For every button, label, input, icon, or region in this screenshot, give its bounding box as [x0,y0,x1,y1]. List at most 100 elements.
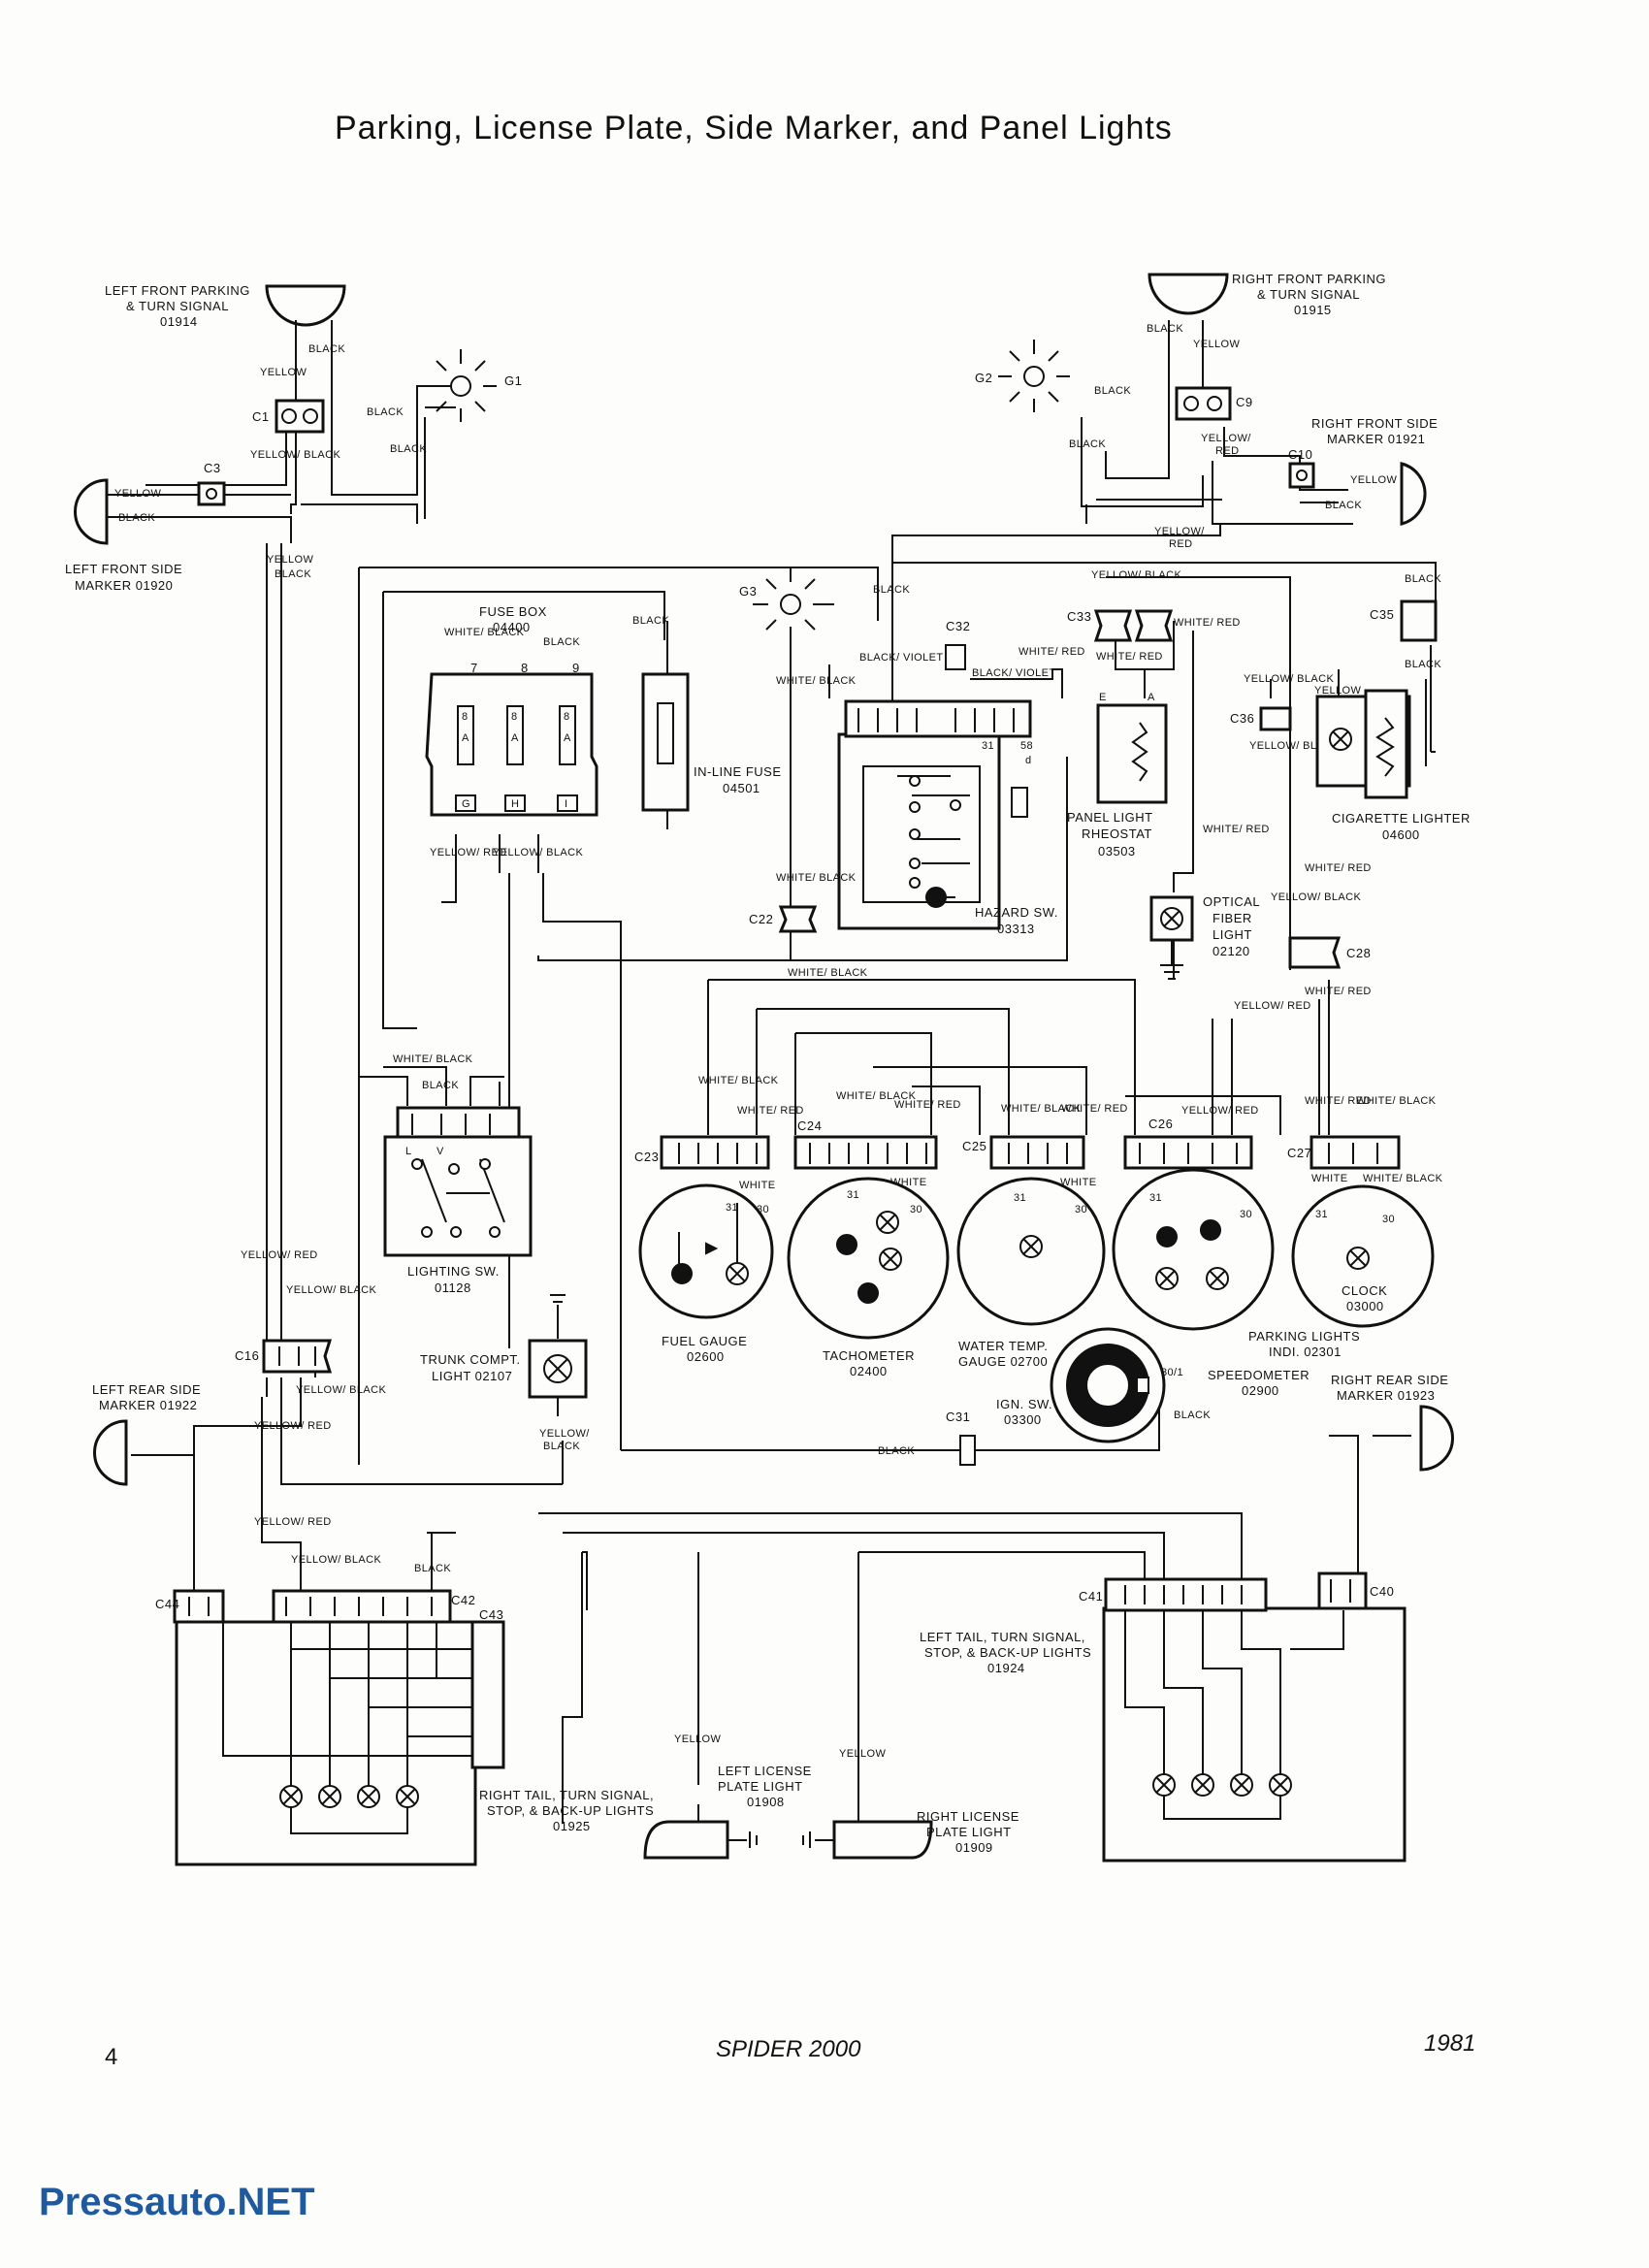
connector-c33: C33 YELLOW/ BLACK WHITE/ RED WHITE/ RED [1067,569,1241,663]
svg-text:04501: 04501 [723,781,760,795]
svg-text:C16: C16 [235,1348,259,1363]
svg-text:BLACK: BLACK [873,584,910,596]
svg-text:YELLOW: YELLOW [674,1733,721,1745]
svg-text:WHITE/ BLACK: WHITE/ BLACK [788,967,868,979]
connector-c3: C3 [197,461,226,506]
svg-text:SPEEDOMETER: SPEEDOMETER [1208,1368,1310,1382]
svg-text:WHITE/ BLACK: WHITE/ BLACK [1001,1103,1082,1115]
svg-text:& TURN SIGNAL: & TURN SIGNAL [126,299,229,313]
svg-text:LEFT TAIL, TURN SIGNAL,: LEFT TAIL, TURN SIGNAL, [920,1630,1085,1644]
diagram-title: Parking, License Plate, Side Marker, and… [335,110,1173,146]
svg-text:YELLOW/ BLACK: YELLOW/ BLACK [1271,891,1361,903]
svg-text:RED: RED [1169,538,1192,550]
svg-text:30: 30 [910,1204,922,1215]
page-number: 4 [105,2044,117,2070]
svg-text:WHITE/ BLACK: WHITE/ BLACK [393,1053,473,1065]
svg-text:STOP, & BACK-UP LIGHTS: STOP, & BACK-UP LIGHTS [924,1645,1091,1660]
svg-text:02120: 02120 [1212,944,1250,958]
svg-text:WHITE/ RED: WHITE/ RED [1174,617,1241,629]
connector-c31: C31 BLACK [878,1409,976,1466]
svg-text:YELLOW/ BLACK: YELLOW/ BLACK [291,1554,381,1566]
svg-text:RIGHT FRONT SIDE: RIGHT FRONT SIDE [1311,416,1438,431]
svg-text:YELLOW/ BLACK: YELLOW/ BLACK [296,1384,386,1396]
svg-text:31: 31 [1014,1192,1026,1204]
svg-text:C28: C28 [1346,946,1371,960]
svg-text:WHITE/ RED: WHITE/ RED [1305,862,1372,874]
trunk-compartment-light: TRUNK COMPT. LIGHT 02107 YELLOW/ BLACK [420,1294,590,1452]
svg-text:01128: 01128 [435,1280,471,1295]
svg-text:LIGHT 02107: LIGHT 02107 [432,1369,512,1383]
svg-text:MARKER 01922: MARKER 01922 [99,1398,197,1412]
svg-text:BLACK: BLACK [275,568,311,580]
svg-text:31: 31 [847,1189,859,1201]
svg-text:YELLOW/ RED: YELLOW/ RED [254,1516,332,1528]
clock: 31 30 CLOCK 03000 PARKING LIGHTS INDI. 0… [1248,1184,1435,1359]
svg-text:d: d [1025,755,1032,766]
svg-text:01908: 01908 [747,1795,785,1809]
svg-text:MARKER 01921: MARKER 01921 [1327,432,1425,446]
svg-text:GAUGE 02700: GAUGE 02700 [958,1354,1048,1369]
svg-text:04600: 04600 [1382,827,1420,842]
svg-text:STOP, & BACK-UP LIGHTS: STOP, & BACK-UP LIGHTS [487,1803,654,1818]
svg-text:YELLOW: YELLOW [267,554,313,566]
connector-c9: C9 YELLOW/ RED [1175,386,1252,457]
svg-text:OPTICAL: OPTICAL [1203,894,1260,909]
svg-text:BLACK/ VIOLET: BLACK/ VIOLET [972,667,1056,679]
svg-text:BLACK: BLACK [1174,1409,1211,1421]
svg-text:G2: G2 [975,371,992,385]
svg-text:01915: 01915 [1294,303,1332,317]
svg-text:LIGHT: LIGHT [1212,927,1252,942]
svg-text:C44: C44 [155,1597,179,1611]
svg-text:C42: C42 [451,1593,475,1607]
svg-text:30/1: 30/1 [1161,1367,1183,1378]
ground-g1: G1 BLACK BLACK [367,349,522,455]
svg-text:FUSE BOX: FUSE BOX [479,604,547,619]
ignition-switch: 30/1 BLACK IGN. SW. 03300 [996,1327,1211,1443]
svg-text:YELLOW/ BLACK: YELLOW/ BLACK [1244,673,1334,685]
svg-text:BLACK: BLACK [1405,659,1441,670]
right-front-parking-lamp: RIGHT FRONT PARKING & TURN SIGNAL 01915 … [1147,272,1386,350]
svg-text:C33: C33 [1067,609,1091,624]
svg-text:IN-LINE FUSE: IN-LINE FUSE [694,764,782,779]
connector-c25: C25 WHITE/ BLACK WHITE/ RED WHITE [962,1103,1127,1188]
svg-text:31: 31 [726,1202,738,1214]
svg-text:RIGHT TAIL, TURN SIGNAL,: RIGHT TAIL, TURN SIGNAL, [479,1788,654,1802]
svg-text:RIGHT REAR SIDE: RIGHT REAR SIDE [1331,1373,1448,1387]
svg-text:PARKING LIGHTS: PARKING LIGHTS [1248,1329,1360,1344]
svg-text:MARKER 01923: MARKER 01923 [1337,1388,1435,1403]
svg-text:BLACK: BLACK [543,636,580,648]
svg-text:BLACK: BLACK [543,1441,580,1452]
svg-text:IGN. SW.: IGN. SW. [996,1397,1052,1411]
svg-text:YELLOW: YELLOW [260,367,307,378]
svg-text:BLACK: BLACK [422,1080,459,1091]
svg-text:BLACK: BLACK [1405,573,1441,585]
left-front-side-marker: YELLOW BLACK LEFT FRONT SIDE MARKER 0192… [65,478,313,593]
svg-text:A: A [1148,692,1155,703]
svg-text:A: A [564,732,571,744]
svg-text:YELLOW/ BLACK: YELLOW/ BLACK [250,449,340,461]
svg-text:03300: 03300 [1004,1412,1042,1427]
svg-text:8: 8 [564,711,570,723]
svg-text:01924: 01924 [987,1661,1025,1675]
svg-text:C40: C40 [1370,1584,1394,1599]
svg-text:TRUNK COMPT.: TRUNK COMPT. [420,1352,521,1367]
svg-text:L: L [405,1146,412,1157]
svg-text:C1: C1 [252,409,270,424]
left-rear-side-marker: LEFT REAR SIDE MARKER 01922 YELLOW/ RED … [92,1382,451,1574]
svg-text:MARKER 01920: MARKER 01920 [75,578,173,593]
svg-text:WHITE/ BLACK: WHITE/ BLACK [776,872,857,884]
svg-text:TACHOMETER: TACHOMETER [823,1348,915,1363]
footer-model: SPIDER 2000 [716,2036,861,2062]
svg-text:C36: C36 [1230,711,1254,726]
svg-text:WHITE/ RED: WHITE/ RED [737,1105,804,1117]
svg-text:C10: C10 [1288,447,1312,462]
svg-text:C32: C32 [946,619,970,633]
fuel-gauge: 31 30 FUEL GAUGE 02600 [638,1183,774,1364]
connector-c10: C10 [1288,447,1315,489]
svg-text:YELLOW: YELLOW [1350,474,1397,486]
svg-text:G3: G3 [739,584,757,599]
svg-text:BLACK: BLACK [414,1563,451,1574]
lighting-switch: L V LIGHTING SW. 01128 WHITE/ BLACK BLAC… [383,1053,533,1295]
svg-text:8: 8 [511,711,518,723]
connector-c22: C22 WHITE/ BLACK WHITE/ BLACK [749,872,868,979]
